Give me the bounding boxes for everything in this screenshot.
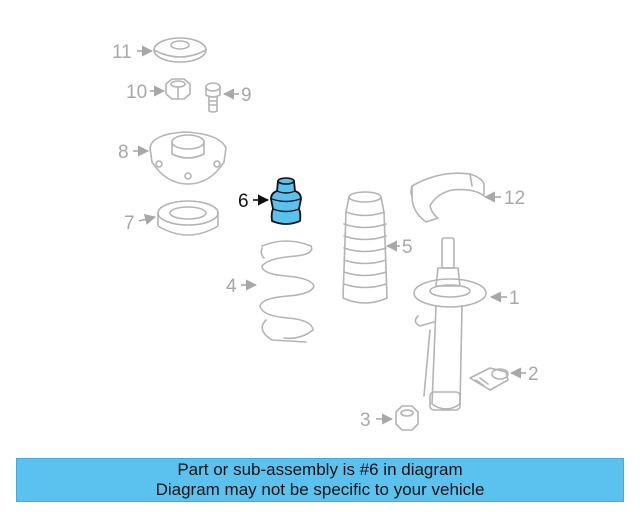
callout-10: 10 (126, 82, 147, 103)
callout-4: 4 (226, 276, 237, 297)
part-11-washer (153, 37, 207, 63)
banner-line-1: Part or sub-assembly is #6 in diagram (177, 460, 463, 479)
part-7-bearing (157, 200, 219, 236)
callout-8: 8 (118, 142, 129, 163)
part-10-nut (165, 78, 191, 100)
part-5-dust-boot (342, 191, 388, 304)
part-9-bolt (205, 82, 221, 113)
part-3-nut (395, 405, 419, 431)
part-1-strut (413, 237, 487, 411)
callout-1: 1 (509, 288, 520, 309)
callout-2: 2 (528, 364, 539, 385)
info-banner: Part or sub-assembly is #6 in diagram Di… (16, 458, 624, 502)
callout-5: 5 (402, 237, 413, 258)
part-4-coil-spring (259, 240, 315, 343)
callout-3: 3 (360, 410, 371, 431)
part-6-bump-stop (270, 177, 302, 225)
part-12-spring-seat (410, 172, 485, 223)
parts-diagram: 11 10 9 8 7 6 (112, 37, 539, 431)
callout-11: 11 (112, 42, 132, 63)
part-2-bolt (469, 367, 509, 391)
banner-line-2: Diagram may not be specific to your vehi… (155, 480, 485, 499)
callout-7: 7 (124, 213, 135, 234)
callout-12: 12 (504, 188, 525, 209)
part-8-strut-mount (149, 131, 227, 185)
callout-6: 6 (238, 191, 249, 212)
callout-9: 9 (241, 85, 252, 106)
callout-7-arrow (138, 214, 157, 225)
